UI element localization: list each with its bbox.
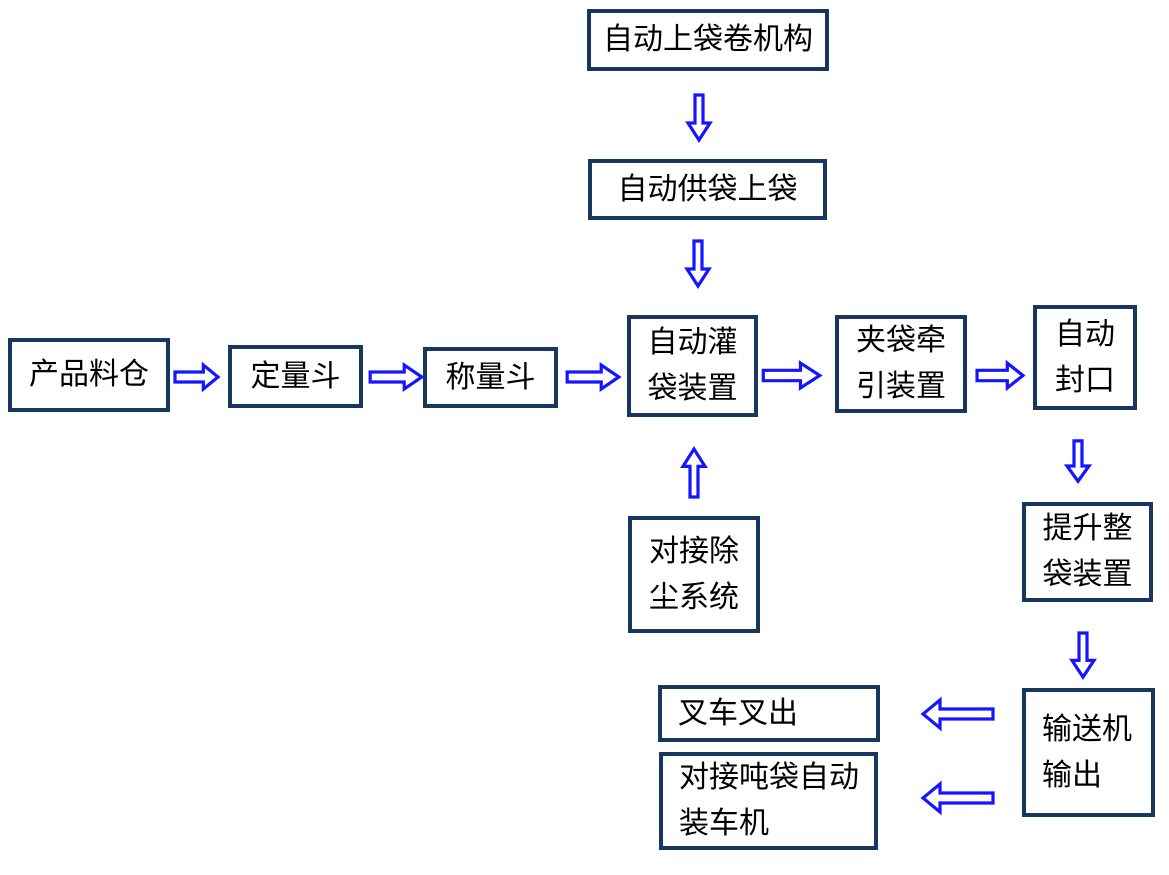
node-label: 夹袋牵 — [856, 324, 946, 357]
node-auto-sealing: 自动 封口 — [1033, 305, 1137, 410]
arrow-right-3-icon — [566, 363, 620, 391]
node-label: 袋装置 — [1042, 558, 1133, 591]
arrow-right-4-icon — [762, 361, 821, 390]
node-weighing-hopper: 称量斗 — [423, 347, 558, 408]
arrow-left-2-icon — [921, 781, 995, 815]
node-label: 自动供袋上袋 — [617, 172, 798, 206]
node-dust-docking: 对接除 尘系统 — [628, 516, 760, 633]
arrow-left-1-icon — [921, 697, 995, 731]
node-label: 装车机 — [679, 807, 769, 840]
node-auto-bag-supply: 自动供袋上袋 — [588, 159, 827, 220]
node-label: 输出 — [1042, 758, 1102, 792]
node-bag-pulling: 夹袋牵 引装置 — [835, 315, 967, 413]
node-truck-loader: 对接吨袋自动 装车机 — [659, 752, 878, 850]
node-auto-filling: 自动灌 袋装置 — [627, 315, 758, 417]
node-forklift-out: 叉车叉出 — [658, 685, 880, 742]
arrow-down-4-icon — [1070, 632, 1096, 679]
node-quantitative-hopper: 定量斗 — [228, 345, 363, 408]
node-label: 自动灌 — [647, 326, 738, 359]
node-label: 提升整 — [1042, 512, 1133, 545]
arrow-down-1-icon — [686, 94, 712, 142]
arrow-up-icon — [681, 447, 707, 498]
node-auto-bag-roll: 自动上袋卷机构 — [587, 9, 829, 71]
node-label: 对接除 — [649, 534, 739, 568]
arrow-down-2-icon — [685, 240, 711, 288]
arrow-right-2-icon — [369, 363, 423, 391]
node-label: 产品料仓 — [29, 358, 149, 391]
node-label: 称量斗 — [445, 360, 536, 394]
node-label: 引装置 — [856, 370, 946, 403]
node-conveyor-output: 输送机 输出 — [1022, 688, 1155, 817]
node-bag-lifting: 提升整 袋装置 — [1022, 502, 1153, 602]
node-label: 封口 — [1055, 363, 1115, 397]
node-label: 自动 — [1055, 317, 1115, 351]
arrow-down-3-icon — [1065, 440, 1091, 483]
node-product-silo: 产品料仓 — [8, 338, 170, 412]
node-label: 对接吨袋自动 — [679, 761, 859, 794]
arrow-right-1-icon — [174, 363, 219, 391]
node-label: 自动上袋卷机构 — [603, 23, 813, 56]
node-label: 输送机 — [1042, 712, 1132, 746]
node-label: 袋装置 — [647, 372, 738, 405]
arrow-right-5-icon — [976, 361, 1024, 390]
node-label: 定量斗 — [250, 359, 341, 393]
node-label: 尘系统 — [649, 580, 739, 614]
node-label: 叉车叉出 — [678, 696, 798, 730]
